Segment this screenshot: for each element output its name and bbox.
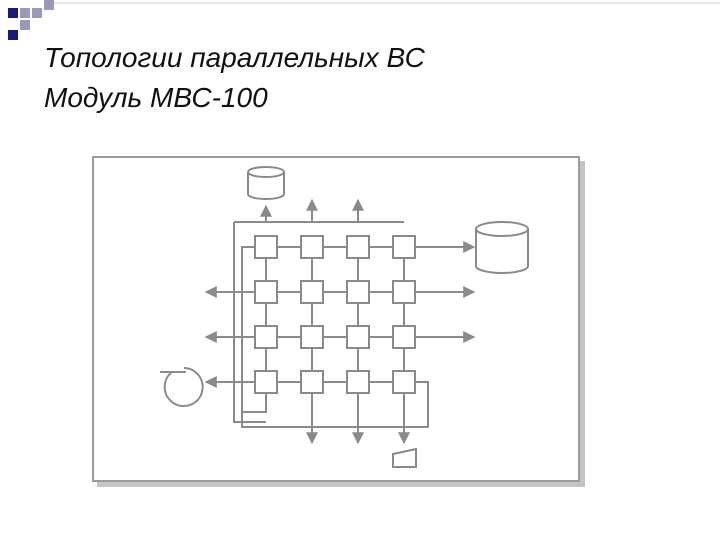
processor-node-r3c4 — [392, 325, 416, 349]
disk-storage-right-icon — [475, 221, 529, 274]
deco-square-6 — [8, 30, 18, 40]
slide-title: Топологии параллельных ВС Модуль МВС-100 — [44, 38, 425, 118]
deco-square-5 — [20, 20, 30, 30]
processor-node-r3c1 — [254, 325, 278, 349]
processor-node-r2c2 — [300, 280, 324, 304]
processor-node-r2c1 — [254, 280, 278, 304]
processor-node-r4c1 — [254, 370, 278, 394]
processor-node-r2c4 — [392, 280, 416, 304]
processor-node-r4c2 — [300, 370, 324, 394]
processor-node-r1c4 — [392, 235, 416, 259]
processor-nodes — [254, 235, 416, 394]
processor-node-r4c4 — [392, 370, 416, 394]
disk-storage-top-icon — [247, 166, 285, 200]
left-loop-outer — [233, 247, 266, 423]
deco-square-1 — [8, 8, 18, 18]
processor-node-r3c3 — [346, 325, 370, 349]
processor-node-r4c3 — [346, 370, 370, 394]
right-loop — [241, 381, 429, 428]
processor-node-r3c2 — [300, 325, 324, 349]
corner-decoration — [8, 0, 720, 40]
processor-node-r2c3 — [346, 280, 370, 304]
tape-reel-icon — [160, 367, 204, 407]
interconnect-links — [204, 198, 476, 445]
slide-title-line-2: Модуль МВС-100 — [44, 82, 268, 113]
deco-square-3 — [32, 8, 42, 18]
deco-square-4 — [44, 0, 54, 10]
slide-title-line-1: Топологии параллельных ВС — [44, 42, 425, 73]
terminal-device-icon — [392, 447, 417, 468]
processor-node-r1c1 — [254, 235, 278, 259]
processor-node-r1c2 — [300, 235, 324, 259]
processor-node-r1c3 — [346, 235, 370, 259]
deco-square-2 — [20, 8, 30, 18]
